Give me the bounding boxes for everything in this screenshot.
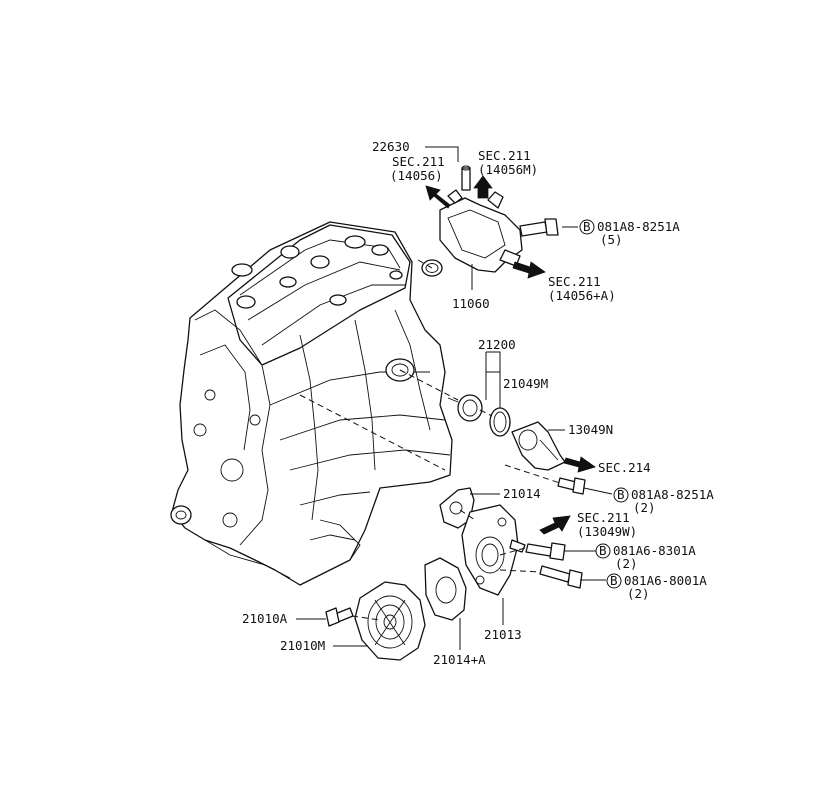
label-bolt-top-b: (5) (600, 232, 623, 247)
label-bolt-mid-a: 081A8-8251A (631, 487, 714, 502)
arrow-sec211-14056a (512, 261, 546, 279)
label-21014a: 21014+A (433, 652, 486, 667)
label-sec214: SEC.214 (598, 460, 651, 475)
b-marker-3: B (599, 543, 607, 558)
label-21049m: 21049M (503, 376, 548, 391)
label-21010m: 21010M (280, 638, 325, 653)
spark-plug-wells (231, 235, 403, 309)
label-21014: 21014 (503, 486, 541, 501)
b-marker-2: B (617, 487, 625, 502)
label-sec211-14056m-b: (14056M) (478, 162, 538, 177)
arrow-sec211-14056 (425, 185, 451, 209)
label-sec211-14056-b: (14056) (390, 168, 443, 183)
callout-labels: 22630 SEC.211 (14056) SEC.211 (14056M) 0… (242, 139, 714, 667)
label-21013: 21013 (484, 627, 522, 642)
label-bolt-top-a: 081A8-8251A (597, 219, 680, 234)
b-marker-4: B (610, 573, 618, 588)
label-21010a: 21010A (242, 611, 288, 626)
label-sec211-13049w-a: SEC.211 (577, 510, 630, 525)
label-bolt-mid-b: (2) (633, 500, 656, 515)
water-outlet-11060 (421, 165, 559, 277)
label-11060: 11060 (452, 296, 490, 311)
circle-b-markers: B B B B (579, 219, 629, 589)
pump-housing-21013 (461, 504, 526, 596)
label-sec211-14056-a: SEC.211 (392, 154, 445, 169)
label-13049n: 13049N (568, 422, 613, 437)
label-22630: 22630 (372, 139, 410, 154)
bolt-081a6-8301a (525, 542, 566, 561)
b-marker-1: B (583, 219, 591, 234)
label-21200: 21200 (478, 337, 516, 352)
label-sec211-14056m-a: SEC.211 (478, 148, 531, 163)
label-sec211-14056a-b: (14056+A) (548, 288, 616, 303)
label-sec211-14056a-a: SEC.211 (548, 274, 601, 289)
arrow-sec214 (563, 456, 596, 473)
label-bolt-lo2-a: 081A6-8001A (624, 573, 707, 588)
water-inlet-13049n (511, 421, 566, 471)
arrow-sec211-13049w (539, 515, 571, 535)
gasket-21014a (424, 557, 467, 621)
bolt-081a6-8001a (539, 565, 583, 589)
engine-block (170, 221, 453, 586)
thermostat-21200 (447, 394, 511, 437)
flow-arrows (425, 175, 596, 535)
assembly-lines (299, 259, 561, 621)
bolt-21010a (325, 607, 354, 627)
label-bolt-lo1-b: (2) (615, 556, 638, 571)
label-bolt-lo1-a: 081A6-8301A (613, 543, 696, 558)
label-sec211-13049w-b: (13049W) (577, 524, 637, 539)
water-pump-21010 (354, 581, 426, 661)
gasket-21014 (439, 487, 475, 529)
bolt-081a8-mid (557, 477, 586, 495)
label-bolt-lo2-b: (2) (627, 586, 650, 601)
arrow-sec211-14056m (473, 175, 493, 199)
leader-lines (296, 146, 613, 650)
